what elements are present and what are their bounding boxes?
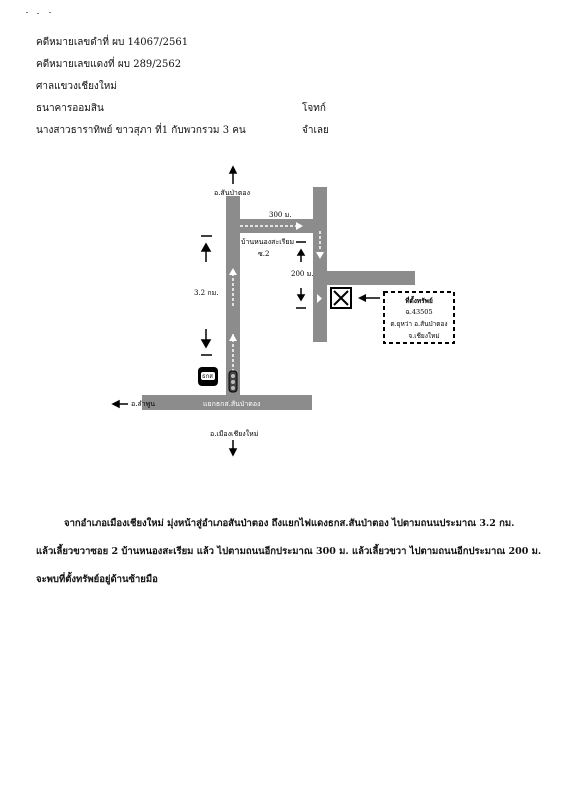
junction-label: แยกธกส.สันป่าตอง xyxy=(203,400,260,408)
directions-line-3: จะพบที่ตั้งทรัพย์อยู่ด้านซ้ายมือ xyxy=(36,574,158,585)
route-arrow-up-upper xyxy=(229,268,237,275)
road-right-branch xyxy=(313,271,415,285)
directions-line-1: จากอำเภอเมืองเชียงใหม่ มุ่งหน้าสู่อำเภอส… xyxy=(64,518,515,529)
directions-line-2: แล้วเลี้ยวขวาซอย 2 บ้านหนองสะเรียม แล้ว … xyxy=(36,546,542,557)
red-case-number: คดีหมายเลขแดงที่ ผบ 289/2562 xyxy=(36,59,182,70)
road-junction-horizontal xyxy=(142,395,312,410)
soi-label-line-1: บ้านหนองสะเรียม xyxy=(241,238,294,246)
property-box-line-3: ต.ยุหว่า อ.สันป่าตอง xyxy=(390,320,447,328)
distance-left-label: 3.2 กม. xyxy=(194,289,218,297)
scan-speck xyxy=(37,13,39,14)
property-box-line-4: จ.เชียงใหม่ xyxy=(408,332,439,340)
distance-top-label: 300 ม. xyxy=(269,211,291,219)
defendant-name: นางสาวธาราทิพย์ ขาวสุภา ที่1 กับพวกรวม 3… xyxy=(36,125,246,136)
distance-right-label: 200 ม. xyxy=(291,270,313,278)
plaintiff-role: โจทก์ xyxy=(302,103,326,114)
route-arrow-down xyxy=(316,252,324,259)
scan-speck xyxy=(26,12,28,13)
scan-speck xyxy=(49,12,51,13)
route-arrow-up-lower xyxy=(229,334,237,341)
west-destination-label: อ.ลำพูน xyxy=(131,400,155,408)
black-case-number: คดีหมายเลขดำที่ ผบ 14067/2561 xyxy=(36,37,189,48)
plaintiff-name: ธนาคารออมสิน xyxy=(36,103,104,114)
property-box-line-2: ฉ.43505 xyxy=(405,308,432,316)
property-info-box xyxy=(383,291,455,344)
north-destination-label: อ.สันป่าตอง xyxy=(214,189,250,197)
property-box-line-1: ที่ตั้งทรัพย์ xyxy=(405,295,433,305)
court-name: ศาลแขวงเชียงใหม่ xyxy=(36,81,117,92)
soi-label-line-2: ซ.2 xyxy=(258,250,269,258)
bank-icon-text: ธกส xyxy=(202,373,213,380)
road-right-vertical xyxy=(313,187,327,342)
route-arrow-right xyxy=(296,222,303,230)
defendant-role: จำเลย xyxy=(302,125,329,136)
property-chevron-icon xyxy=(317,294,322,303)
south-destination-label: อ.เมืองเชียงใหม่ xyxy=(210,429,258,438)
